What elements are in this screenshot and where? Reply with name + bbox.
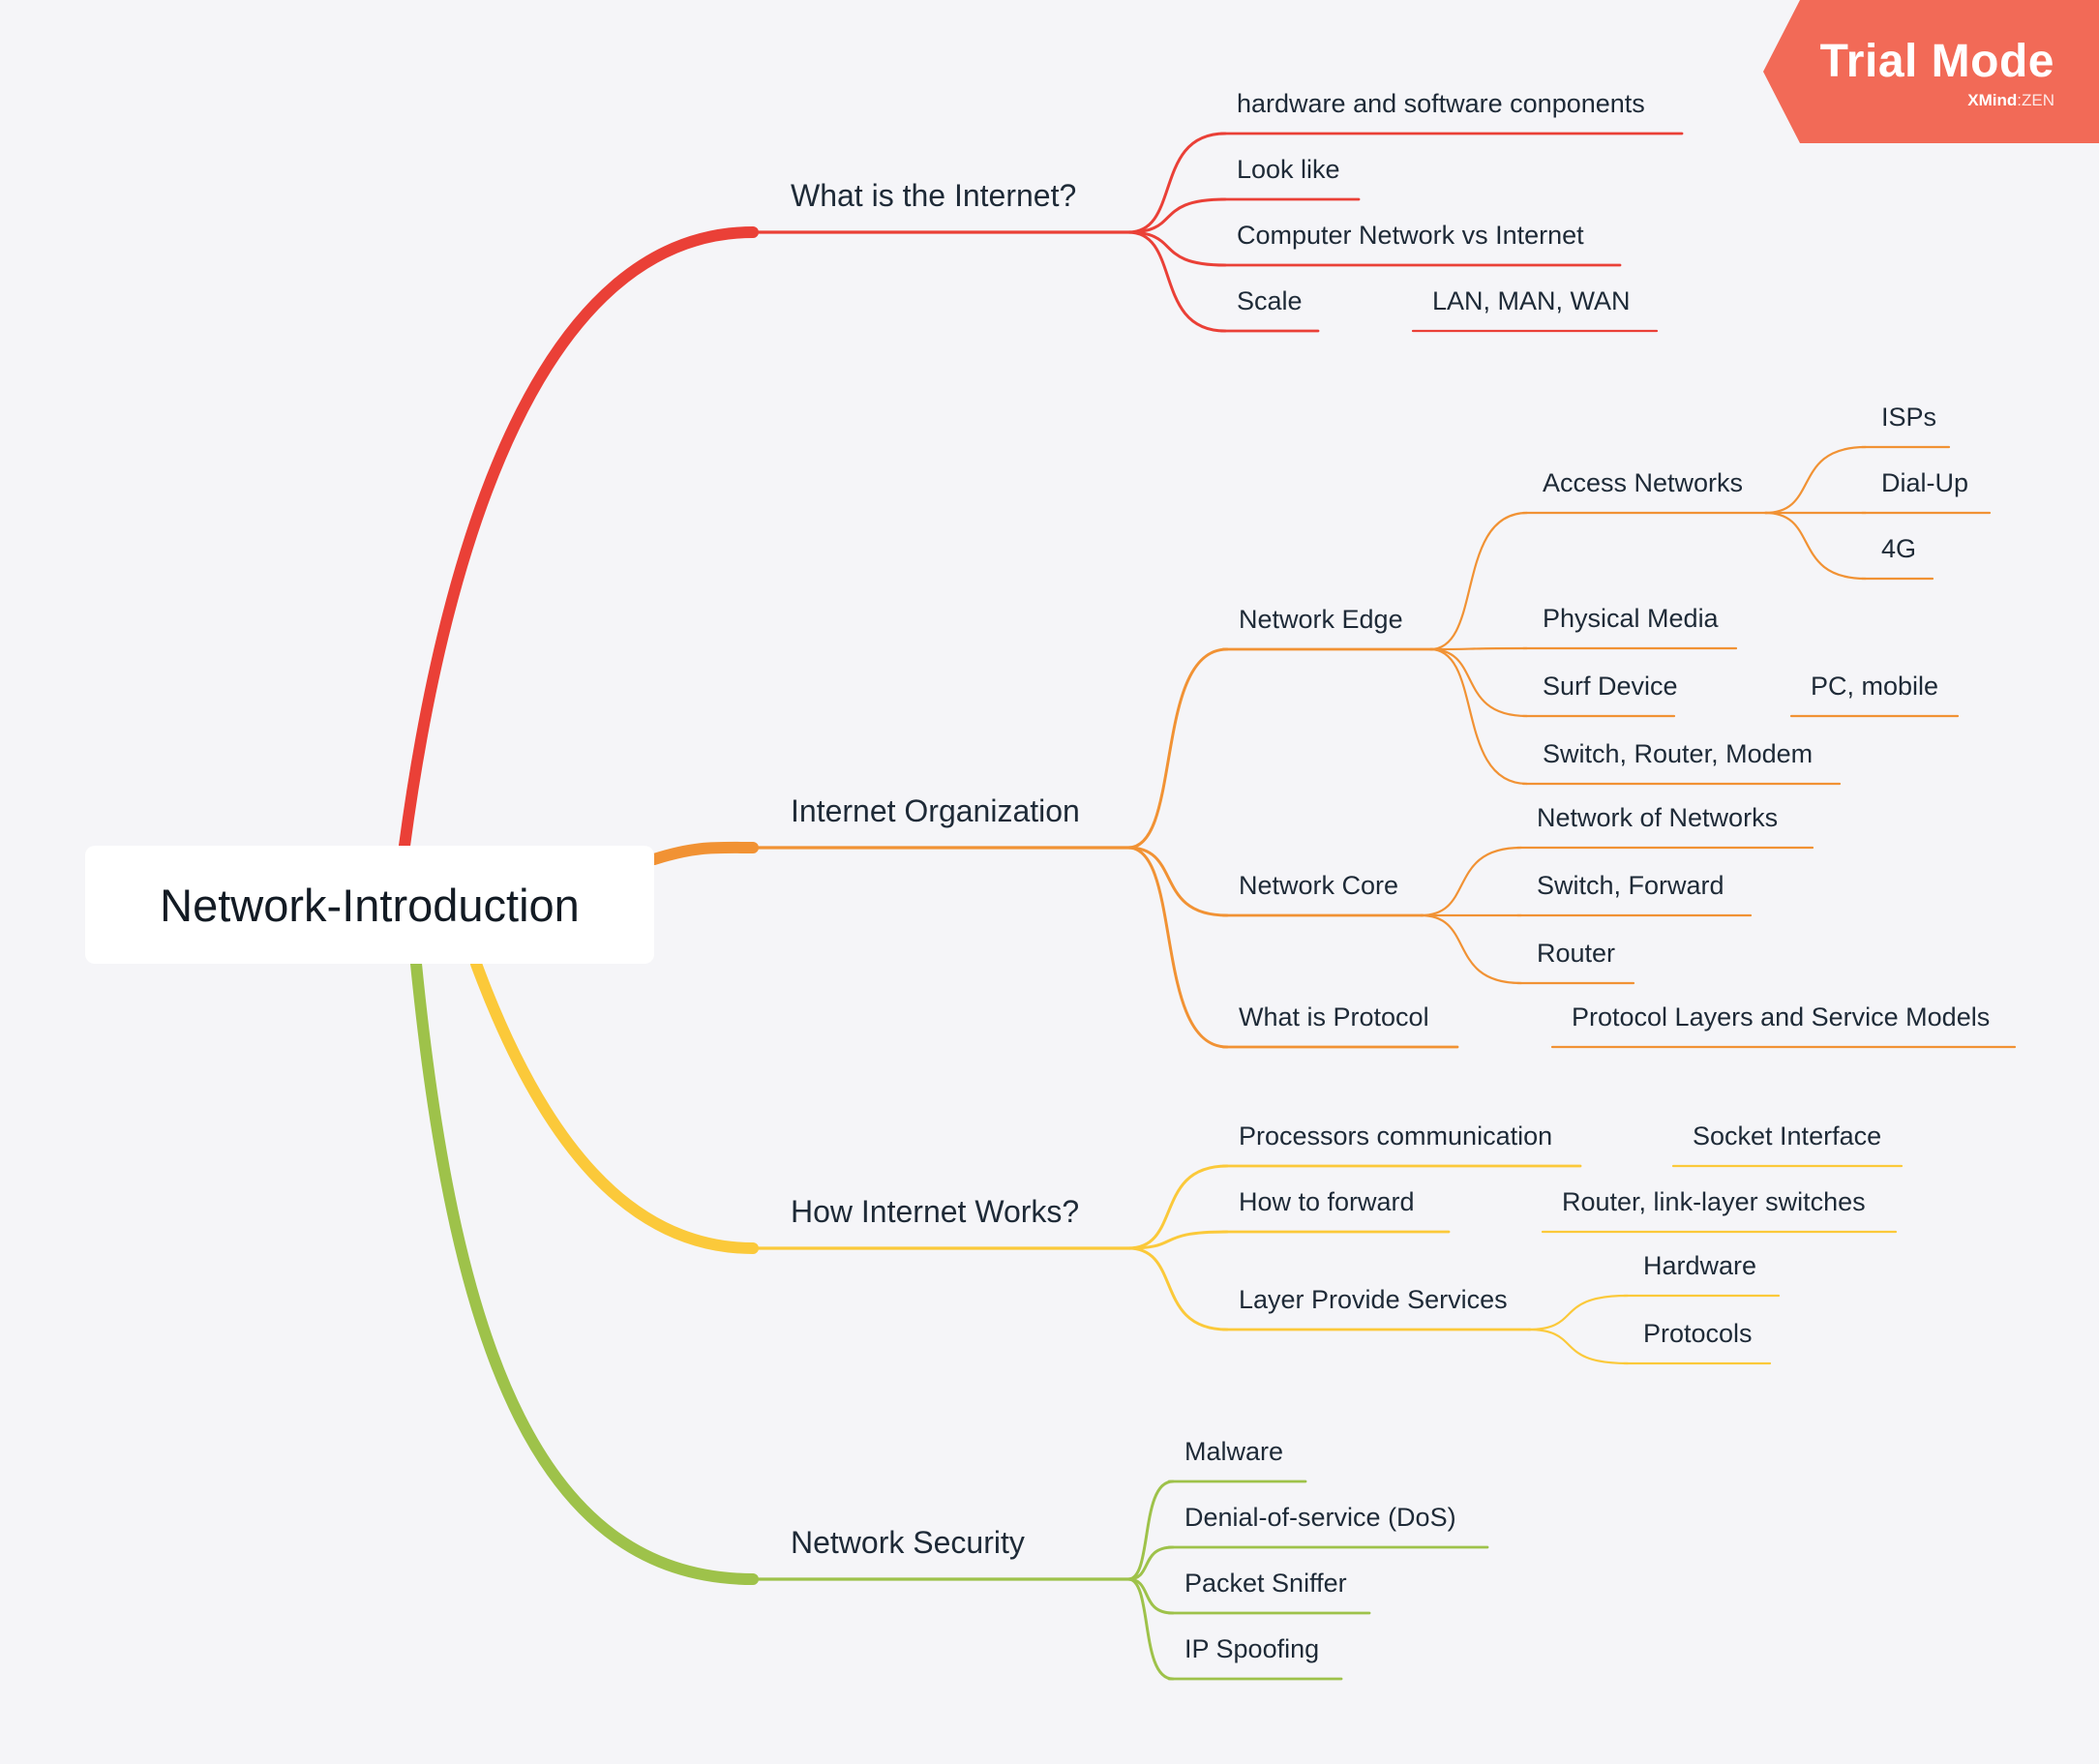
branch-connector-network-security bbox=[410, 958, 759, 1585]
topic-protocols[interactable]: Protocols bbox=[1643, 1319, 1753, 1348]
brand-edition: ZEN bbox=[2022, 91, 2054, 109]
topic-protocol-layers-and-service-models[interactable]: Protocol Layers and Service Models bbox=[1572, 1002, 1991, 1031]
branch-internet-organization[interactable]: Internet Organization bbox=[791, 793, 1080, 828]
branch-how-internet-works[interactable]: How Internet Works? bbox=[791, 1194, 1080, 1229]
topic-network-core[interactable]: Network Core bbox=[1239, 871, 1399, 900]
topic-4g[interactable]: 4G bbox=[1881, 534, 1917, 563]
topic-router-link-layer-switches[interactable]: Router, link-layer switches bbox=[1562, 1187, 1866, 1216]
brand-logo: XMind:ZEN bbox=[1967, 91, 2054, 110]
topic-look-like[interactable]: Look like bbox=[1237, 155, 1340, 184]
trial-mode-title: Trial Mode bbox=[1819, 36, 2054, 87]
topic-lan-man-wan[interactable]: LAN, MAN, WAN bbox=[1432, 286, 1631, 315]
topic-packet-sniffer[interactable]: Packet Sniffer bbox=[1184, 1569, 1347, 1598]
root-topic[interactable]: Network-Introduction bbox=[85, 846, 654, 964]
branch-connector-how-internet-works bbox=[470, 958, 759, 1254]
brand-separator: : bbox=[2017, 91, 2022, 109]
topic-how-to-forward[interactable]: How to forward bbox=[1239, 1187, 1415, 1216]
topic-malware[interactable]: Malware bbox=[1184, 1437, 1284, 1466]
topic-what-is-protocol[interactable]: What is Protocol bbox=[1239, 1002, 1429, 1031]
topic-scale[interactable]: Scale bbox=[1237, 286, 1303, 315]
topic-router[interactable]: Router bbox=[1537, 939, 1616, 968]
topic-dial-up[interactable]: Dial-Up bbox=[1881, 468, 1969, 497]
trial-mode-badge[interactable]: Trial Mode XMind:ZEN bbox=[1763, 0, 2099, 143]
topic-physical-media[interactable]: Physical Media bbox=[1543, 604, 1719, 633]
topic-access-networks[interactable]: Access Networks bbox=[1543, 468, 1744, 497]
topic-socket-interface[interactable]: Socket Interface bbox=[1693, 1121, 1882, 1151]
topic-switch-router-modem[interactable]: Switch, Router, Modem bbox=[1543, 739, 1814, 768]
topic-processors-communication[interactable]: Processors communication bbox=[1239, 1121, 1553, 1151]
topic-network-of-networks[interactable]: Network of Networks bbox=[1537, 803, 1779, 832]
topic-switch-forward[interactable]: Switch, Forward bbox=[1537, 871, 1724, 900]
topic-network-edge[interactable]: Network Edge bbox=[1239, 605, 1403, 634]
topic-hardware[interactable]: Hardware bbox=[1643, 1251, 1757, 1280]
branch-connector-what-is-the-internet bbox=[399, 226, 759, 852]
topic-denial-of-service-dos[interactable]: Denial-of-service (DoS) bbox=[1184, 1503, 1456, 1532]
brand-name: XMind bbox=[1967, 91, 2018, 109]
topic-pc-mobile[interactable]: PC, mobile bbox=[1811, 672, 1939, 701]
branch-connector-internet-organization bbox=[648, 841, 759, 865]
topic-ip-spoofing[interactable]: IP Spoofing bbox=[1184, 1634, 1320, 1663]
topic-surf-device[interactable]: Surf Device bbox=[1543, 672, 1678, 701]
branch-what-is-the-internet[interactable]: What is the Internet? bbox=[791, 178, 1077, 213]
topic-hardware-and-software-conponents[interactable]: hardware and software conponents bbox=[1237, 89, 1645, 118]
branch-network-security[interactable]: Network Security bbox=[791, 1525, 1025, 1560]
topic-layer-provide-services[interactable]: Layer Provide Services bbox=[1239, 1285, 1508, 1314]
topic-computer-network-vs-internet[interactable]: Computer Network vs Internet bbox=[1237, 221, 1584, 250]
root-topic-label: Network-Introduction bbox=[160, 879, 580, 931]
topic-isps[interactable]: ISPs bbox=[1881, 403, 1937, 432]
